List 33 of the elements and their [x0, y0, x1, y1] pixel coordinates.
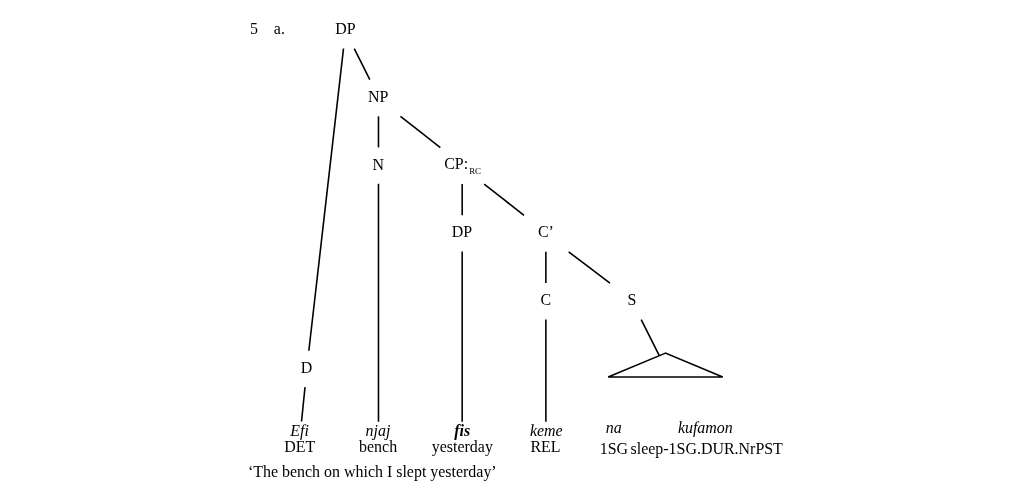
- node-text: njaj bench: [359, 421, 398, 455]
- node-text: N: [372, 155, 385, 173]
- connector: [377, 183, 380, 423]
- connector: [461, 250, 463, 423]
- connector: [399, 115, 442, 149]
- node-text: C’: [537, 223, 554, 241]
- node-text: D: [300, 358, 313, 376]
- connector: [300, 386, 306, 423]
- label: 5 a.: [249, 20, 285, 38]
- node-text: Efi DET: [284, 421, 316, 455]
- node-text: CP:$_{RC}$: [444, 154, 482, 176]
- node-text: C: [540, 291, 552, 309]
- node-text: NP: [368, 87, 389, 105]
- label: 1SG: [599, 439, 629, 457]
- connector: [461, 183, 463, 216]
- connector: [377, 115, 380, 149]
- connector: [567, 251, 611, 284]
- caption: ‘The bench on which I slept yesterday’: [247, 463, 497, 481]
- connector: [353, 47, 371, 81]
- connector: [545, 318, 547, 423]
- connector: [483, 183, 525, 217]
- node-text: DP: [451, 223, 473, 241]
- connector: [308, 47, 345, 352]
- node-text: DP: [335, 20, 356, 38]
- node-text: fis yesterday: [431, 421, 493, 455]
- label: na: [605, 418, 622, 436]
- connector: [545, 251, 547, 284]
- node-text: S: [627, 291, 637, 309]
- node-triangle: [607, 352, 724, 378]
- connector: [640, 318, 660, 357]
- label: sleep-1SG.DUR.NrPST: [630, 439, 783, 457]
- node-text: keme REL: [529, 421, 563, 455]
- label: kufamon: [677, 418, 733, 436]
